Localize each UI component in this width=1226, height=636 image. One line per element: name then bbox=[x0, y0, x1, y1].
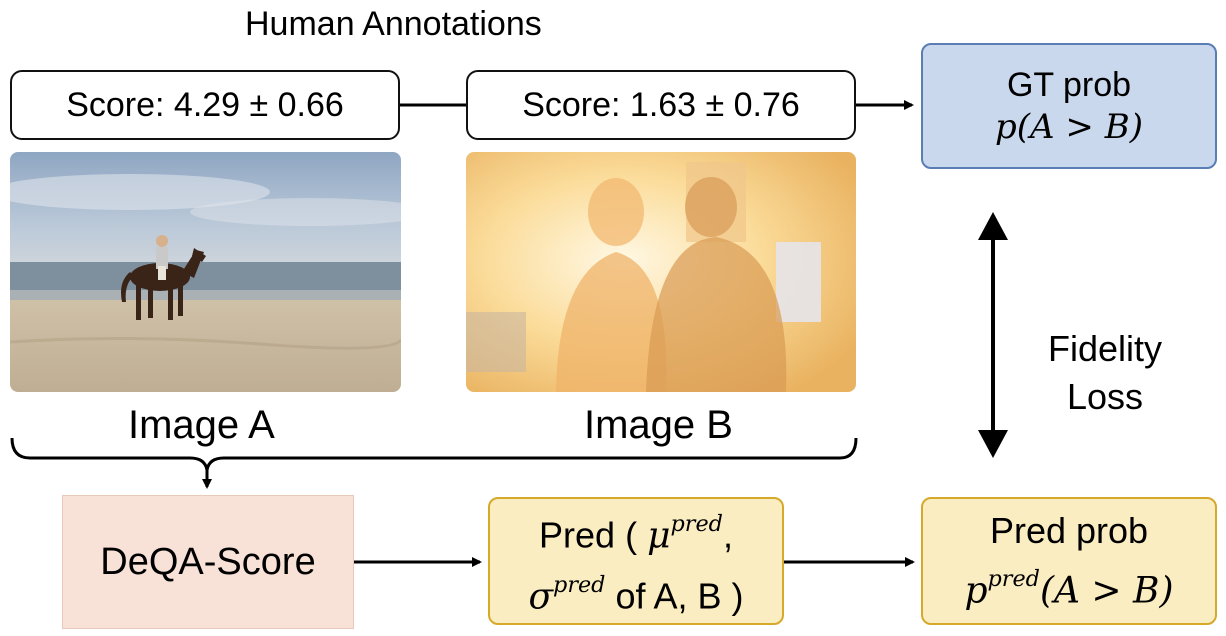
diagram-title: Human Annotations bbox=[245, 5, 542, 43]
pred-open-text: Pred ( bbox=[539, 515, 638, 556]
sigma-superscript: pred bbox=[553, 572, 606, 598]
gt-prob-box: GT prob p(A > B) bbox=[921, 43, 1217, 169]
fidelity-arrow-up-head bbox=[978, 212, 1008, 240]
image-b-photo bbox=[466, 152, 856, 392]
pred-prob-p: p bbox=[964, 570, 988, 612]
images-brace bbox=[10, 437, 858, 471]
score-b-value: 1.63 ± 0.76 bbox=[629, 85, 800, 124]
pred-line1: Pred ( μpred, bbox=[539, 500, 733, 561]
score-box-a: Score: 4.29 ± 0.66 bbox=[10, 70, 400, 140]
pred-line2: σpred of A, B ) bbox=[528, 561, 743, 622]
mu-symbol: μ bbox=[647, 516, 671, 557]
sigma-symbol: σ bbox=[528, 576, 554, 618]
pred-prob-args: (A > B) bbox=[1039, 570, 1174, 612]
fidelity-line1: Fidelity bbox=[1047, 328, 1163, 369]
pred-separator: , bbox=[722, 515, 733, 556]
mu-superscript: pred bbox=[670, 511, 723, 538]
image-b-label: Image B bbox=[584, 403, 733, 447]
pred-prob-title: Pred prob bbox=[989, 509, 1149, 551]
fidelity-loss-label: Fidelity Loss bbox=[1030, 325, 1180, 421]
score-a-value: 4.29 ± 0.66 bbox=[173, 85, 344, 124]
pred-box: Pred ( μpred, σpred of A, B ) bbox=[488, 497, 784, 625]
image-a-label: Image A bbox=[128, 403, 275, 447]
score-a-label: Score: bbox=[66, 85, 165, 124]
pred-prob-box: Pred prob ppred(A > B) bbox=[921, 497, 1217, 625]
fidelity-line2: Loss bbox=[1066, 376, 1144, 417]
pred-prob-expression: ppred(A > B) bbox=[964, 555, 1173, 616]
gt-prob-title: GT prob bbox=[1006, 66, 1132, 104]
score-box-b: Score: 1.63 ± 0.76 bbox=[466, 70, 856, 140]
pred-prob-superscript: pred bbox=[987, 565, 1040, 592]
fidelity-arrow-down-head bbox=[978, 430, 1008, 458]
score-b-label: Score: bbox=[522, 85, 621, 124]
deqa-score-box: DeQA-Score bbox=[62, 495, 354, 629]
pred-tail-text: of A, B ) bbox=[615, 575, 744, 617]
gt-prob-expression: p(A > B) bbox=[995, 107, 1143, 147]
deqa-score-label: DeQA-Score bbox=[100, 540, 316, 583]
image-a-photo bbox=[10, 152, 401, 392]
